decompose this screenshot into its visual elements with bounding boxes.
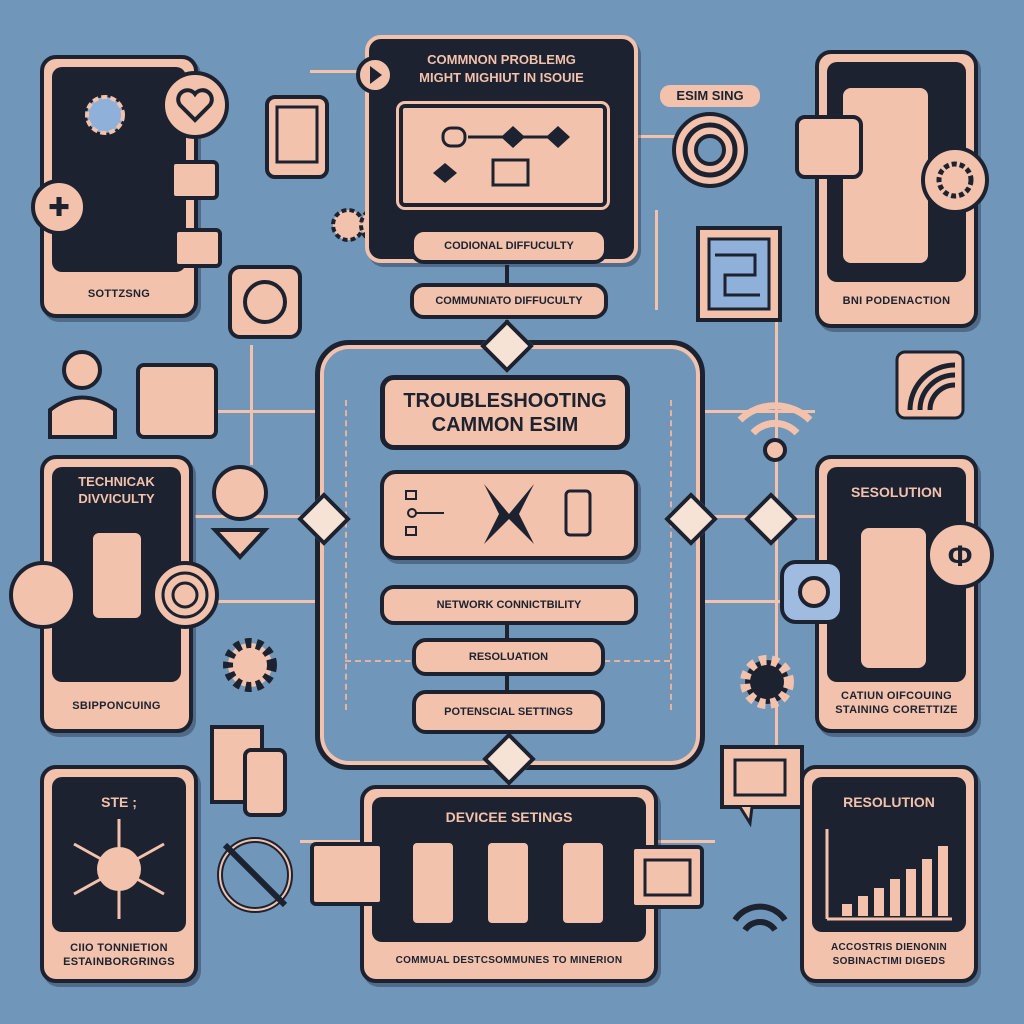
esim-swap-illustration [380, 470, 638, 560]
connector [300, 840, 360, 843]
connector [250, 345, 253, 465]
pill-communication-difficulty: COMMUNIATO DIFFUCULTY [410, 283, 608, 319]
connector [190, 600, 315, 603]
settings-gear-icon [921, 146, 989, 214]
esim-sign-badge: ESIM SING [660, 85, 760, 107]
currency-icon: Φ [926, 521, 994, 589]
pill-network-connectivity: NETWORK CONNICTBILITY [380, 585, 638, 625]
panel-problem-monitor: COMMNON PROBLEMG MIGHT MIGHIUT IN ISOUIE [365, 35, 638, 263]
panel-label-1: ACCOSTRIS DIENONIN [831, 942, 947, 953]
tablet-icon [265, 95, 329, 179]
phone-icon [89, 529, 145, 622]
panel-title: TECHNICAK DIVVICULTY [78, 474, 155, 506]
panel-title: STE ; [101, 794, 137, 810]
pill-potential-settings: POTENSCIAL SETTINGS [412, 690, 605, 734]
document-icon [170, 160, 222, 268]
connector [310, 70, 365, 73]
target-icon [672, 112, 748, 188]
wifi-signal-icon [737, 402, 813, 462]
panel-title: DEVICEE SETINGS [445, 809, 573, 825]
panel-label-1: CATIUN OIFCOUING [841, 690, 952, 702]
panel-label: SOTTZSNG [87, 288, 151, 300]
spiral-icon [151, 561, 219, 629]
wifi-icon [732, 903, 788, 932]
decision-diamond [744, 492, 798, 546]
image-icon [720, 745, 804, 828]
monitor-screen [399, 104, 607, 207]
device-icon [136, 363, 218, 439]
bar-growth-icon [825, 829, 952, 921]
connector [655, 210, 658, 310]
sim-list-icon [405, 490, 444, 536]
smiley-icon [228, 265, 302, 339]
pill-conditional-difficulty: CODIONAL DIFFUCULTY [410, 228, 608, 264]
connector [200, 410, 315, 413]
wifi-icon [895, 350, 965, 420]
star-icon [484, 484, 534, 544]
lightbulb-icon [210, 465, 270, 560]
panel-label: SBIPPONCUING [72, 700, 161, 712]
panel-label: COMMUAL DESTCSOMMUNES TO MINERION [395, 955, 623, 966]
route-icon [9, 561, 77, 629]
title-line-1: COMMNON PROBLEMG [427, 52, 576, 67]
phone-hand-icon [559, 839, 607, 927]
panel-device-settings: DEVICEE SETINGS COMMUAL DESTCSOMMUNES TO… [360, 785, 658, 983]
connector [635, 135, 680, 138]
phone-icon [564, 489, 592, 537]
network-node-icon [73, 819, 165, 919]
dashed-connector [670, 400, 672, 710]
flowchart-icon [433, 126, 570, 187]
document-phone-icon [210, 725, 287, 817]
panel-step: STE ; CIIO TONNIETION ESTAINBORGRINGS [40, 765, 198, 983]
central-title: TROUBLESHOOTING CAMMON ESIM [380, 375, 630, 450]
window-icon [310, 842, 384, 906]
panel-label-2: STAINING CORETTIZE [835, 704, 958, 716]
connector [505, 621, 509, 639]
maze-icon [696, 226, 782, 322]
chat-icon [780, 560, 844, 624]
panel-label-1: CIIO TONNIETION [70, 942, 168, 954]
panel-title: SESOLUTION [850, 484, 942, 500]
phone-wifi-icon [484, 839, 532, 927]
gear-icon [740, 655, 794, 709]
connector [505, 672, 509, 690]
phone-icon [857, 524, 930, 672]
card-icon [795, 115, 863, 179]
connector [700, 600, 815, 603]
panel-label: BNI PODENACTION [842, 295, 951, 307]
puzzle-icon: ✚ [31, 179, 87, 235]
play-icon [356, 56, 394, 94]
dashed-connector [345, 400, 347, 710]
heart-icon [161, 71, 229, 139]
phone-user-icon [409, 839, 457, 927]
connector [505, 265, 509, 287]
connector [655, 840, 715, 843]
svg-text:Φ: Φ [948, 540, 973, 573]
svg-text:✚: ✚ [48, 192, 70, 222]
wheel-icon [217, 837, 293, 913]
gear-icon [223, 638, 277, 692]
panel-label-2: SOBINACTIMI DIGEDS [832, 956, 946, 967]
pill-resolution: RESOLUATION [412, 638, 605, 676]
panel-title: RESOLUTION [843, 794, 935, 810]
title-line-2: MIGHT MIGHIUT IN ISOUIE [419, 70, 584, 85]
screen-icon [630, 845, 704, 909]
gear-icon [85, 95, 125, 135]
panel-resolution-chart: RESOLUTION ACCOSTRIS DIENONIN SOBINACTIM… [800, 765, 978, 983]
panel-label-2: ESTAINBORGRINGS [63, 956, 175, 968]
user-icon [48, 350, 117, 439]
